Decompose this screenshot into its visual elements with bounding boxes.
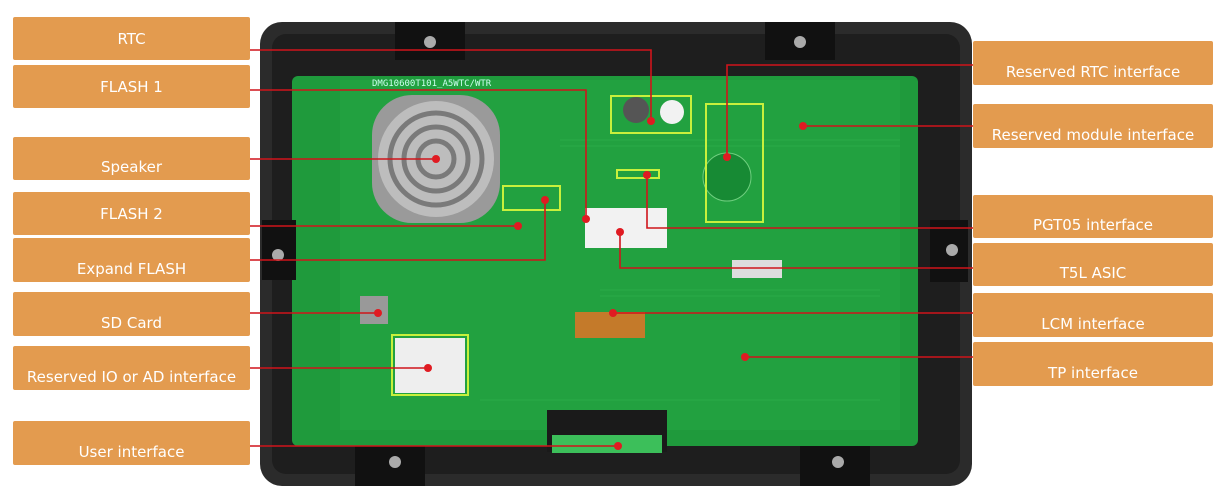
highlight-boxes [391, 95, 764, 396]
board-silkscreen: DMG10600T101_A5WTC/WTR [372, 79, 492, 89]
leader-lines [250, 49, 973, 447]
label-t5l-asic: T5L ASIC [973, 243, 1213, 286]
label-reserved-rtc-interface: Reserved RTC interface [973, 41, 1213, 85]
label-pgt05-interface: PGT05 interface [973, 195, 1213, 238]
label-speaker: Speaker [13, 137, 250, 180]
label-flash-1: FLASH 1 [13, 65, 250, 108]
label-sd-card: SD Card [13, 292, 250, 336]
label-rtc: RTC [13, 17, 250, 60]
label-expand-flash: Expand FLASH [13, 238, 250, 282]
label-tp-interface: TP interface [973, 342, 1213, 386]
leader-dots [374, 117, 807, 450]
label-reserved-io: Reserved IO or AD interface [13, 346, 250, 390]
label-user-interface: User interface [13, 421, 250, 465]
label-lcm-interface: LCM interface [973, 293, 1213, 337]
label-flash-2: FLASH 2 [13, 192, 250, 235]
label-reserved-module-interface: Reserved module interface [973, 104, 1213, 148]
